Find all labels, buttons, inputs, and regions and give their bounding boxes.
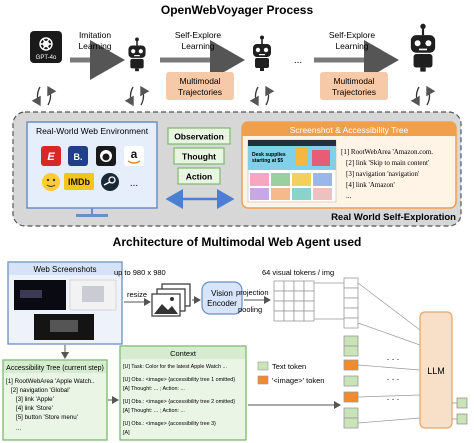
tree-line-1: [1] RootWebArea 'Amazon.com.	[341, 148, 433, 156]
stage-3-line1: Self-Explore	[329, 30, 376, 40]
more-sites: ...	[130, 178, 138, 189]
action-label: Action	[186, 172, 212, 182]
amazon-letter: a	[131, 147, 138, 161]
acc-tree-line-4: [4] link 'Store'	[16, 405, 53, 412]
trajectory-1-line1: Multimodal	[179, 76, 220, 86]
observation-label: Observation	[174, 132, 224, 142]
context-panel: Context [U] Task: Color for the latest A…	[119, 345, 247, 441]
thought-label: Thought	[182, 152, 216, 162]
acc-tree-title: Accessibility Tree (current step)	[6, 365, 104, 372]
top-title: OpenWebVoyager Process	[161, 3, 314, 17]
token-column	[343, 277, 359, 429]
legend-image-token: '<image>' token	[272, 376, 324, 385]
context-title: Context	[170, 349, 197, 358]
acc-tree-line-1: [1] RootWebArea 'Apple Watch..	[6, 378, 95, 385]
gpt-label: GPT-4o	[36, 55, 57, 61]
observation-label-box: Observation	[167, 127, 231, 145]
amazon-icon: a	[124, 146, 144, 166]
screenshot-tree-panel: Screenshot & Accessibility Tree Desk sup…	[241, 121, 457, 209]
context-line-1: [U] Task: Color for the latest Apple Wat…	[123, 364, 227, 370]
pooling-label: pooling	[238, 305, 262, 314]
gpt-logo: GPT-4o	[30, 31, 62, 63]
tree-line-3: [3] navigation 'navigation'	[346, 170, 419, 178]
screenshot-title: Screenshot & Accessibility Tree	[290, 125, 409, 135]
context-line-5: [A] Thought: ... ; Action: ...	[123, 408, 185, 414]
imdb-icon	[64, 173, 94, 190]
resize-label: resize	[127, 290, 147, 299]
trajectory-box-2	[320, 72, 388, 100]
image-stack-icon	[151, 283, 191, 317]
robot-icon	[409, 22, 437, 73]
env-title: Real-World Web Environment	[36, 126, 149, 136]
thought-label-box: Thought	[173, 147, 225, 165]
imdb-label: IMDb	[68, 177, 90, 187]
espn-icon	[41, 146, 61, 166]
trajectory-box-1	[166, 72, 234, 100]
web-screenshots-panel: Web Screenshots	[7, 261, 123, 345]
context-line-4: [U] Obs.: <image> {accessibility tree 2 …	[123, 399, 235, 405]
acc-tree-line-3: [3] link 'Apple'	[16, 396, 54, 403]
trajectory-1-line2: Trajectories	[178, 87, 222, 97]
token-dots: . . .	[387, 352, 400, 362]
context-line-6: [U] Obs.: <image> {accessibility tree 3}	[123, 421, 216, 427]
cycle-arrows-icon	[38, 87, 51, 105]
context-line-7: [A]	[123, 430, 130, 436]
accessibility-tree-panel: Accessibility Tree (current step) [1] Ro…	[2, 359, 108, 441]
acc-tree-line-6: ...	[16, 425, 21, 432]
openai-icon	[39, 37, 53, 51]
trajectory-2-line2: Trajectories	[332, 87, 376, 97]
vision-encoder-line2: Encoder	[207, 299, 237, 308]
stage-2-line1: Self-Explore	[175, 30, 222, 40]
context-line-2: [U] Obs.: <image> {accessibility tree 1 …	[123, 377, 235, 383]
acc-tree-line-5: [5] button 'Store menu'	[16, 414, 78, 421]
context-line-3: [A] Thought: ... ; Action: ...	[123, 386, 185, 392]
llm-block: LLM	[419, 311, 453, 429]
visual-token-grid	[273, 280, 315, 322]
svg-text:E: E	[47, 151, 55, 163]
projection-label: projection	[236, 288, 269, 297]
legend-text-token: Text token	[272, 362, 306, 371]
ellipsis: ...	[294, 55, 302, 66]
panel-caption: Real World Self-Exploration	[331, 212, 456, 223]
trajectory-2-line1: Multimodal	[333, 76, 374, 86]
huggingface-icon	[42, 173, 60, 191]
stage-3-line2: Learning	[335, 41, 368, 51]
acc-tree-line-2: [2] navigation 'Global'	[11, 387, 70, 394]
stage-1-line2: Learning	[78, 41, 111, 51]
amazon-screenshot: Desk supplies starting at $5	[247, 139, 337, 203]
token-legend: Text token '<image>' token	[257, 361, 324, 385]
cycle-arrows-icon	[131, 87, 144, 105]
web-screenshots-title: Web Screenshots	[34, 265, 97, 274]
screenshot-text-line-1: Desk supplies	[252, 152, 286, 158]
token-dots: . . .	[387, 372, 400, 382]
tree-line-4: [4] link 'Amazon'	[346, 181, 395, 189]
size-label: up to 980 x 980	[114, 268, 166, 277]
cycle-arrows-icon	[417, 87, 430, 105]
token-dots: . . .	[387, 392, 400, 402]
robot-icon	[127, 36, 147, 72]
web-environment: Real-World Web Environment E B. a IMDb .…	[26, 121, 158, 217]
cycle-arrows-icon	[256, 87, 269, 105]
action-label-box: Action	[177, 167, 221, 185]
llm-label: LLM	[427, 366, 445, 376]
vision-encoder: Vision Encoder	[201, 281, 243, 315]
booking-icon	[68, 146, 88, 166]
bottom-title: Architecture of Multimodal Web Agent use…	[113, 235, 362, 249]
stage-1-line1: Imitation	[79, 30, 111, 40]
screenshot-text-line-2: starting at $5	[252, 158, 283, 164]
tokens-label: 64 visual tokens / img	[262, 268, 334, 277]
tree-line-2: [2] link 'Skip to main content'	[346, 159, 429, 167]
tree-line-5: ...	[346, 192, 352, 200]
stage-2-line2: Learning	[181, 41, 214, 51]
vision-encoder-line1: Vision	[211, 289, 233, 298]
booking-label: B.	[74, 152, 83, 162]
robot-icon	[252, 34, 272, 72]
output-tokens	[452, 397, 468, 425]
